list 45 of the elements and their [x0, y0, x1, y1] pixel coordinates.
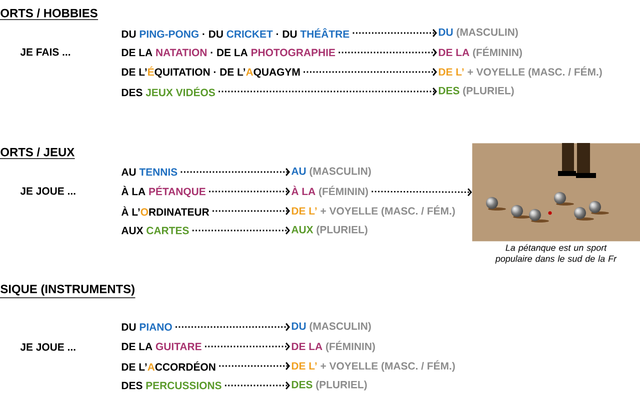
dotted-arrow — [372, 188, 472, 196]
rule-text: DE LA (FÉMININ) — [292, 340, 375, 352]
dotted-arrow — [176, 323, 290, 331]
phrase-text: AUX CARTES — [121, 226, 189, 234]
phrase-text: DE LA NATATION · DE LA PHOTOGRAPHIE — [122, 48, 336, 56]
phrase-text: AU TENNIS — [121, 168, 178, 176]
dotted-arrow — [218, 88, 437, 96]
subject-text: JE FAIS ... — [20, 48, 70, 56]
phrase-text: DE L’ÉQUITATION · DE L’AQUAGYM — [122, 66, 300, 78]
rule-text: DE LA (FÉMININ) — [438, 46, 522, 58]
rule-text: AUX (PLURIEL) — [291, 226, 368, 236]
phrase-text: DE LA GUITARE — [122, 342, 202, 350]
phrase-text: DES PERCUSSIONS — [122, 382, 222, 390]
dotted-arrow — [192, 226, 290, 234]
rule-text: DE L’ + VOYELLE (MASC. / FÉM.) — [292, 360, 455, 372]
dotted-arrow — [338, 48, 437, 56]
photo-caption: La pétanque est un sport populaire dans le sud de la Fr — [495, 244, 617, 264]
rule-text: DE L’ + VOYELLE (MASC. / FÉM.) — [292, 205, 455, 217]
rule-text: DES (PLURIEL) — [292, 380, 367, 390]
dotted-arrow — [304, 68, 437, 76]
rule-text: DU (MASCULIN) — [438, 28, 518, 38]
phrase-text: À LA PÉTANQUE — [121, 186, 206, 198]
dotted-arrow — [352, 29, 437, 37]
phrase-text: DE L’ACCORDÉON — [122, 361, 216, 371]
dotted-arrow — [212, 207, 290, 215]
section-heading: SIQUE (INSTRUMENTS) — [0, 284, 136, 298]
phrase-text: À L’ORDINATEUR — [121, 206, 210, 216]
rule-text: AU (MASCULIN) — [291, 167, 371, 177]
phrase-text: DES JEUX VIDÉOS — [122, 86, 215, 96]
rule-text: DE L’ + VOYELLE (MASC. / FÉM.) — [438, 66, 602, 78]
dotted-arrow — [224, 382, 290, 390]
phrase-text: DU PIANO — [122, 323, 172, 331]
phrase-text: DU PING-PONG · DU CRICKET · DU THÉÂTRE — [122, 28, 350, 38]
dotted-arrow — [180, 168, 290, 176]
dotted-arrow — [219, 362, 290, 370]
rule-text: À LA (FÉMININ) — [291, 186, 368, 198]
section-heading: ORTS / JEUX — [0, 148, 76, 160]
dotted-arrow — [209, 188, 290, 196]
petanque-photo-drawing — [472, 143, 640, 242]
section-heading: ORTS / HOBBIES — [0, 8, 98, 20]
subject-text: JE JOUE ... — [20, 343, 76, 351]
dotted-arrow — [205, 342, 290, 350]
rule-text: DU (MASCULIN) — [292, 322, 371, 332]
rule-text: DES (PLURIEL) — [438, 86, 514, 96]
subject-text: JE JOUE ... — [20, 187, 76, 195]
